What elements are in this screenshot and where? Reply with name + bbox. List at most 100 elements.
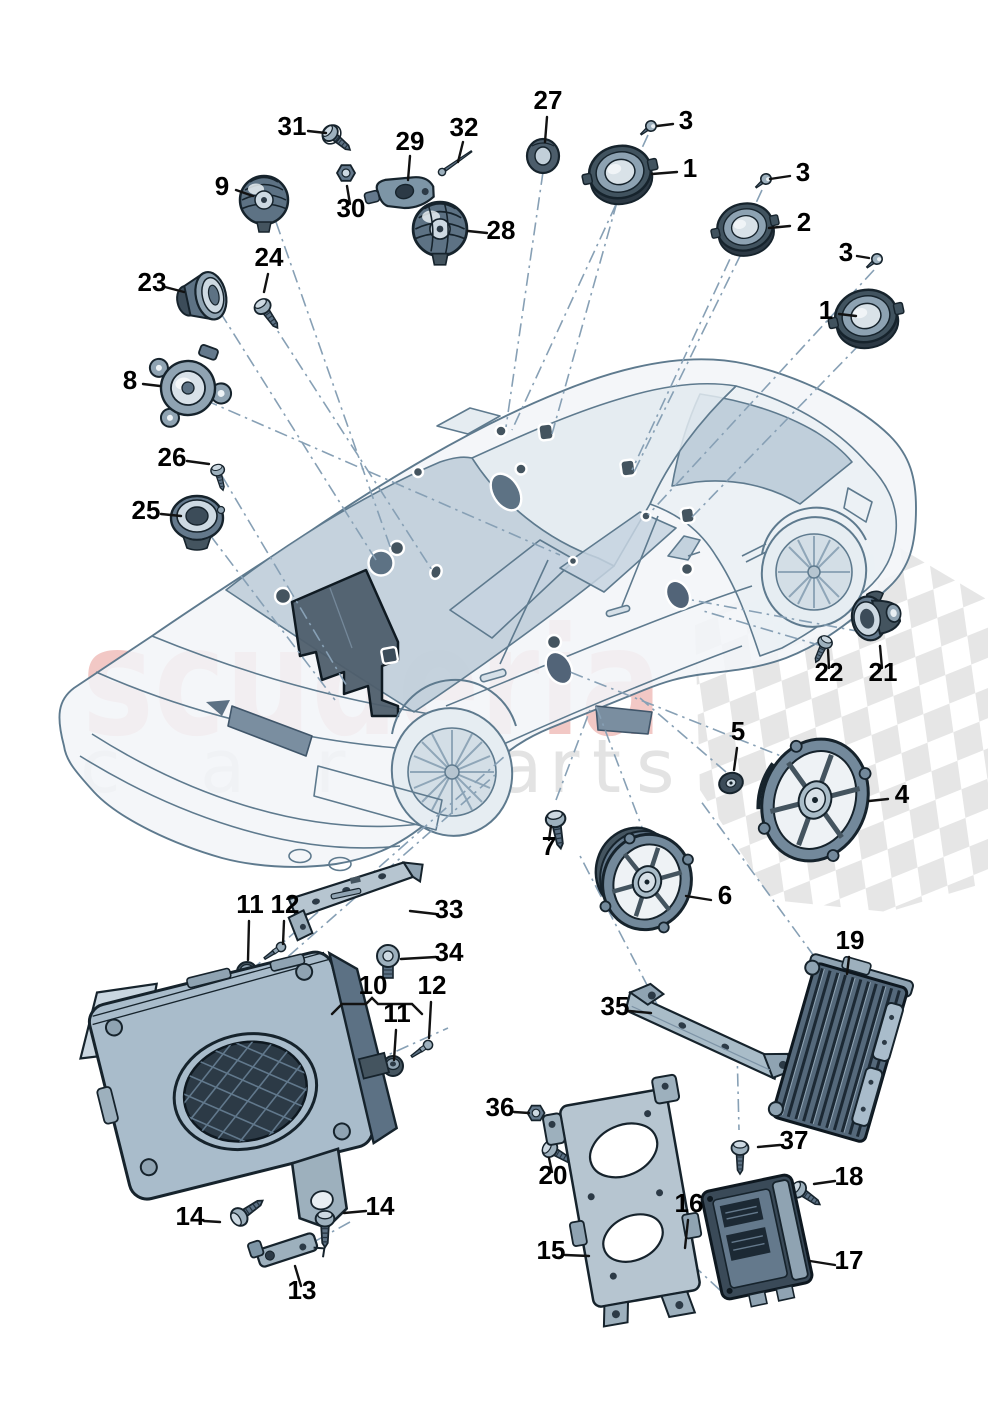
watermark-tagline-letter: t [592,724,621,810]
part-29-bracket [363,176,435,210]
callout-8: 8 [123,365,137,395]
watermark-tagline-letter: r [549,724,580,810]
callout-15: 15 [537,1235,566,1265]
callout-24: 24 [255,242,284,272]
callout-20: 20 [539,1160,568,1190]
part-28-tweeter [411,200,469,267]
callout-37: 37 [780,1125,809,1155]
watermark-tagline-letter: s [636,724,675,810]
headlight [843,487,873,523]
part-37-screw [730,1140,750,1175]
callout-18: 18 [835,1161,864,1191]
part-25-tweeter [169,494,226,551]
callout-14: 14 [366,1191,395,1221]
callout-36: 36 [486,1092,515,1122]
part-2-speaker [705,195,786,264]
callout-11: 11 [383,998,411,1028]
callout-27: 27 [534,85,563,115]
part-30-nut [336,164,356,182]
side-mirror [667,535,701,561]
part-5-gasket [718,771,744,795]
callout-17: 17 [835,1245,864,1275]
part-15-bracket [542,1073,703,1328]
part-33-bracket [287,861,424,942]
part-1-speaker [822,281,912,357]
car-windshield [671,393,853,505]
callout-26: 26 [158,442,187,472]
door-handles [479,604,631,683]
part-26-screw [208,462,231,493]
callout-19: 19 [836,925,865,955]
part-17-control-module [700,1173,814,1308]
callout-12: 12 [418,970,447,1000]
front-wheel [760,516,868,628]
callout-13: 13 [288,1275,317,1305]
part-3-screw [862,250,886,273]
part-23-speaker [176,270,228,321]
exhaust-tips [288,848,352,872]
callout-33: 33 [435,894,464,924]
callout-3: 3 [839,237,853,267]
part-24-screw [250,295,286,334]
part-14-screw [314,1210,336,1249]
callout-6: 6 [718,880,732,910]
leader-lines [141,115,890,1288]
taillights [227,705,653,757]
callout-2: 2 [797,207,811,237]
callout-32: 32 [450,112,479,142]
part-35-bracket [624,982,793,1081]
callout-34: 34 [435,937,464,967]
callout-30: 30 [337,193,366,223]
part-19-amplifier [767,953,914,1143]
part-8-tweeter-flange [148,344,233,428]
callout-3: 3 [796,157,810,187]
rear-wheel [390,707,514,837]
callout-23: 23 [138,267,167,297]
car-illustration [58,358,917,872]
callout-9: 9 [215,171,229,201]
callout-14: 14 [176,1201,205,1231]
rear-arch [391,678,517,735]
bumper-lines [79,733,421,849]
car-speaker-cutouts [273,422,696,686]
part-1-speaker [576,137,666,213]
callout-22: 22 [815,657,844,687]
callout-11: 11 [236,889,264,919]
part-31-bolt [318,121,357,158]
part-6-woofer [594,826,694,934]
callout-7: 7 [542,831,556,861]
part-4-woofer [756,737,872,863]
callout-5: 5 [731,716,745,746]
callout-35: 35 [601,991,630,1021]
part-14-screw [226,1191,269,1231]
callout-10: 10 [359,970,388,1000]
callout-1: 1 [683,153,697,183]
part-9-tweeter [238,174,290,234]
callout-25: 25 [132,495,161,525]
parts-layer [79,117,914,1328]
callout-4: 4 [895,779,910,809]
acoustic-shelf-panel [290,568,400,718]
part-32-pin [437,150,473,177]
callout-3: 3 [679,105,693,135]
callout-12: 12 [271,889,300,919]
part-27-grommet [525,137,561,175]
callout-31: 31 [278,111,307,141]
part-3-screw [751,170,775,193]
part-13-bracket [247,1232,326,1268]
part-21-speaker [850,590,902,642]
part-12-pin [408,1037,436,1061]
callout-1: 1 [819,295,833,325]
rear-spoiler-lip [436,407,501,435]
door-seams [445,515,753,767]
callout-16: 16 [675,1188,704,1218]
front-arch [761,506,867,555]
license-recess [313,765,443,831]
part-34-screw [376,944,400,979]
callout-28: 28 [487,215,516,245]
part-10-subwoofer [79,950,399,1230]
callout-21: 21 [869,657,898,687]
